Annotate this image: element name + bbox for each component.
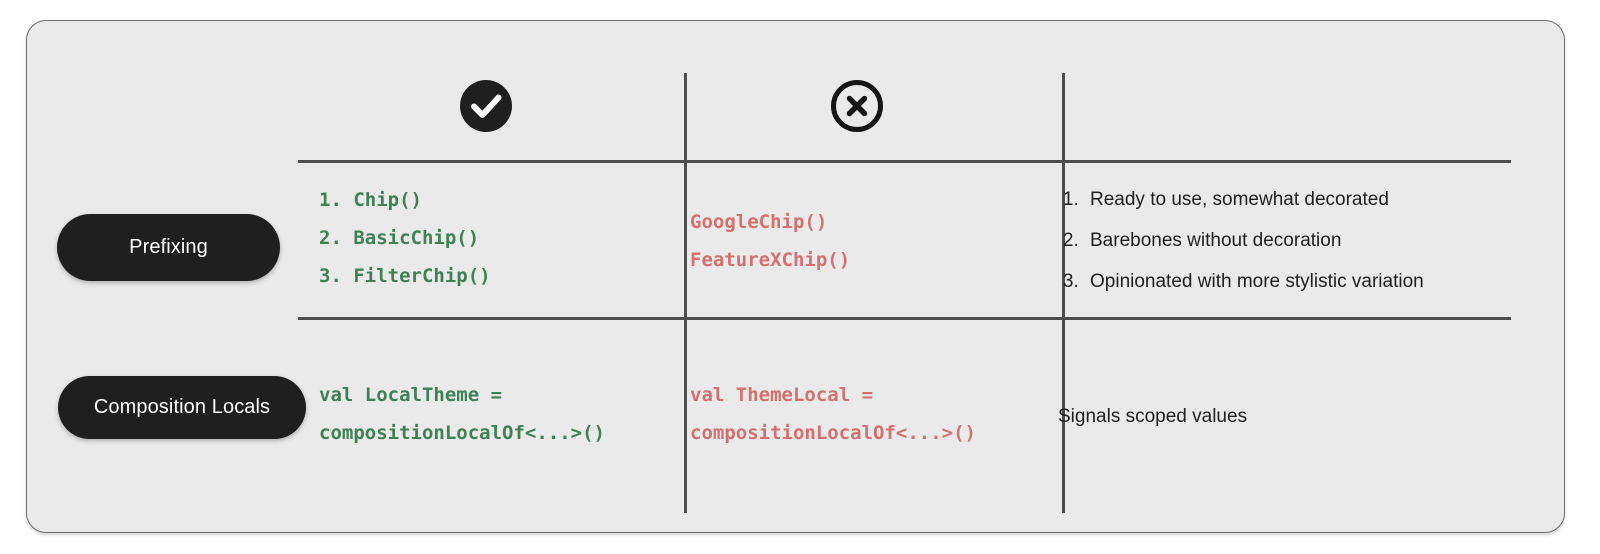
- row-label-text: Composition Locals: [93, 396, 271, 418]
- good-code-prefixing: 1. Chip() 2. BasicChip() 3. FilterChip(): [319, 189, 491, 287]
- column-divider-dont-notes: [1062, 73, 1065, 513]
- notes-prefixing: Ready to use, somewhat decorated Barebon…: [1058, 179, 1528, 302]
- row-divider-rule: [298, 317, 1511, 320]
- list-item: Barebones without decoration: [1084, 220, 1528, 261]
- row-label-composition-locals[interactable]: Composition Locals: [58, 376, 306, 439]
- row-label-text: Prefixing: [129, 236, 208, 258]
- close-circle-outline-icon: [829, 78, 885, 134]
- list-item: Ready to use, somewhat decorated: [1084, 179, 1528, 220]
- comparison-card: Prefixing Composition Locals 1. Chip() 2…: [26, 20, 1565, 533]
- check-circle-filled-icon: [458, 78, 514, 134]
- column-divider-do-dont: [684, 73, 687, 513]
- good-code-composition-locals: val LocalTheme = compositionLocalOf<...>…: [319, 384, 605, 444]
- notes-list: Ready to use, somewhat decorated Barebon…: [1058, 179, 1528, 302]
- bad-code-composition-locals: val ThemeLocal = compositionLocalOf<...>…: [690, 384, 976, 444]
- bad-code-prefixing: GoogleChip() FeatureXChip(): [690, 211, 851, 271]
- row-label-prefixing[interactable]: Prefixing: [57, 214, 280, 281]
- notes-text: Signals scoped values: [1058, 406, 1248, 427]
- list-item: Opinionated with more stylistic variatio…: [1084, 261, 1528, 302]
- header-divider-rule: [298, 160, 1511, 163]
- notes-composition-locals: Signals scoped values: [1058, 396, 1528, 437]
